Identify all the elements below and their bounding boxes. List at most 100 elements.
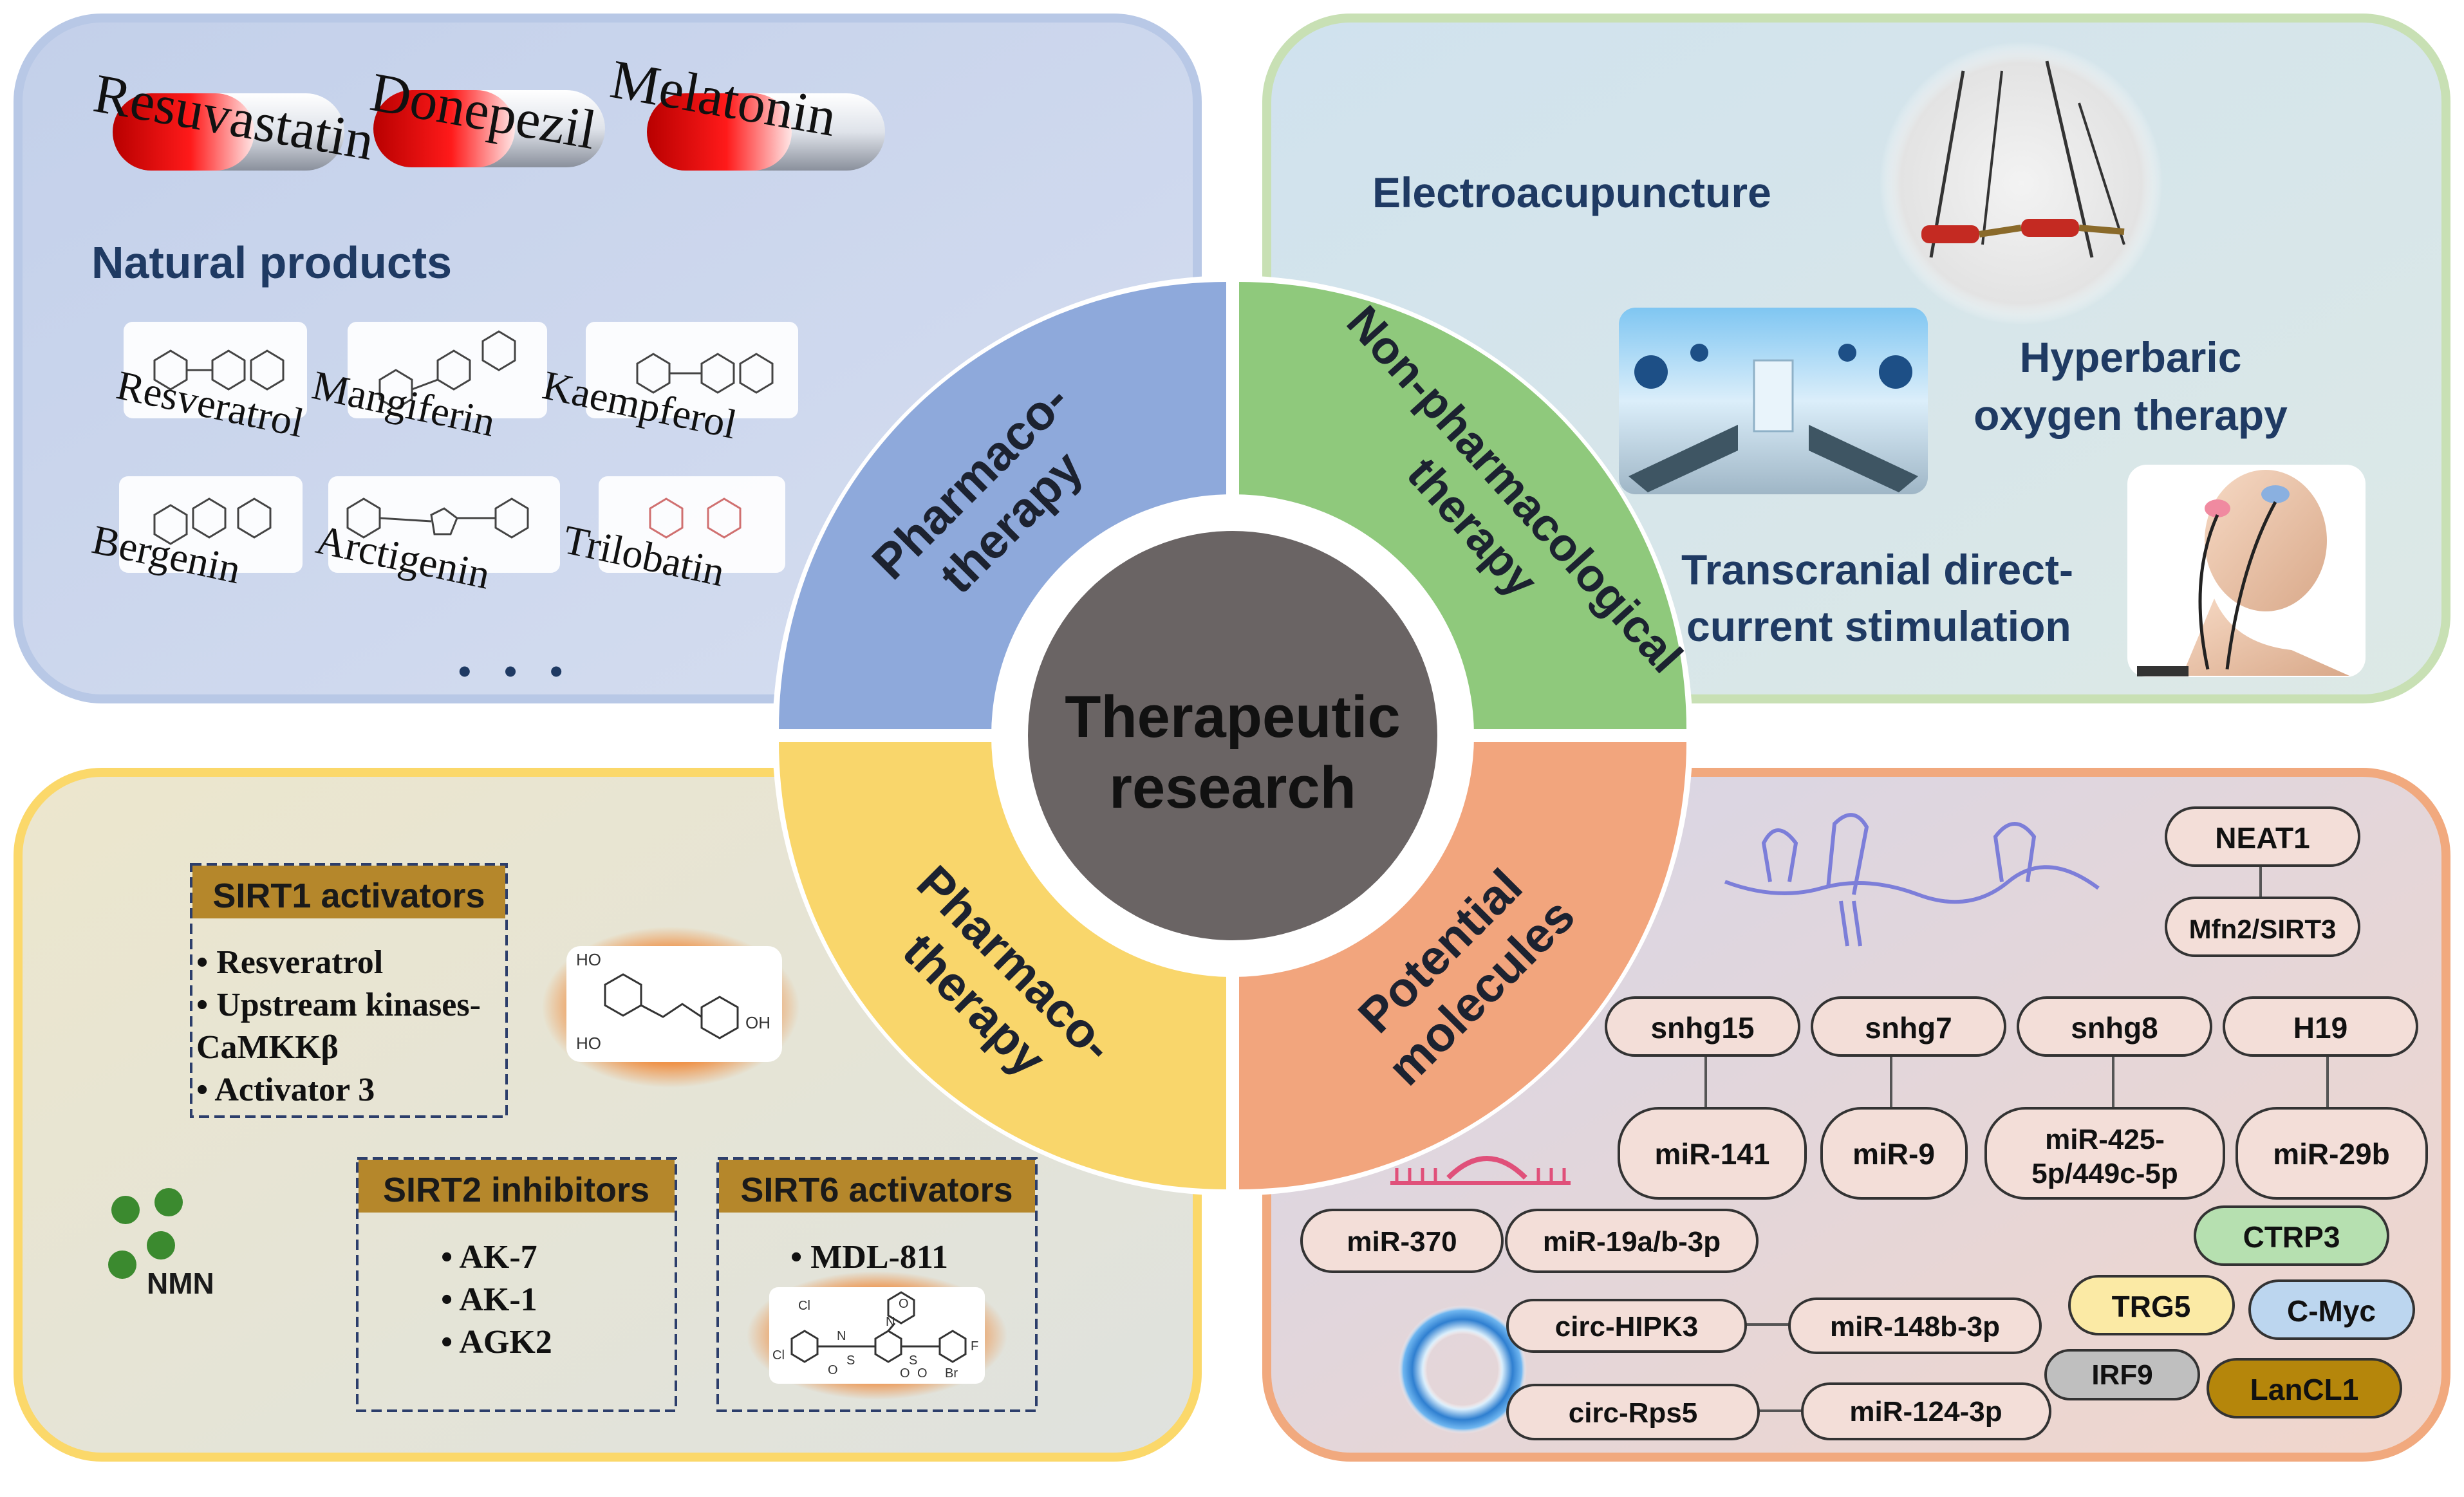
node-cmyc: C-Myc (2248, 1279, 2415, 1340)
structure-arctigenin (328, 476, 560, 573)
node-snhg15-label: snhg15 (1650, 1011, 1754, 1045)
node-mir29b: miR-29b (2235, 1107, 2428, 1200)
node-mir124-label: miR-124-3p (1849, 1396, 2002, 1427)
sirt2-item-1: • AK-7 (441, 1239, 537, 1276)
node-mir141-label: miR-141 (1655, 1137, 1770, 1171)
node-ctrp3-label: CTRP3 (2243, 1220, 2340, 1254)
node-ctrp3: CTRP3 (2194, 1205, 2389, 1266)
node-mir124: miR-124-3p (1801, 1382, 2051, 1440)
mdl-atom-10: O (917, 1366, 928, 1381)
sirt1-item-1: • Resveratrol (196, 944, 383, 981)
node-mir370: miR-370 (1300, 1209, 1504, 1273)
node-snhg7-label: snhg7 (1865, 1011, 1952, 1045)
center-circle (1028, 531, 1437, 940)
node-mir19: miR-19a/b-3p (1505, 1209, 1759, 1273)
sirt1-item-4: • Activator 3 (196, 1072, 375, 1108)
node-h19-label: H19 (2293, 1011, 2347, 1045)
mdl-atom-3: N (837, 1329, 846, 1343)
node-mir425: miR-425- 5p/449c-5p (1984, 1107, 2225, 1200)
circular-rna-icon (1398, 1305, 1527, 1434)
node-neat1-label: NEAT1 (2215, 821, 2310, 855)
nmn-label: NMN (147, 1267, 214, 1300)
node-mfn2-sirt3: Mfn2/SIRT3 (2165, 897, 2360, 957)
mdl-atom-8: S (909, 1353, 917, 1368)
label-tdcs-line1: Transcranial direct- (1681, 546, 2073, 593)
rna-structure-image (1724, 813, 2100, 947)
node-cmyc-label: C-Myc (2287, 1294, 2376, 1328)
sirt2-box: SIRT2 inhibitors • AK-7 • AK-1 • AGK2 (356, 1157, 677, 1412)
node-circhipk3-label: circ-HIPK3 (1555, 1311, 1699, 1343)
node-circ-hipk3: circ-HIPK3 (1506, 1299, 1747, 1353)
sirt2-item-2: • AK-1 (441, 1281, 537, 1318)
node-mir9: miR-9 (1820, 1107, 1968, 1200)
node-irf9: IRF9 (2044, 1349, 2200, 1400)
node-lancl1: LanCL1 (2207, 1358, 2402, 1418)
node-snhg7: snhg7 (1811, 996, 2006, 1057)
node-mir9-label: miR-9 (1853, 1137, 1935, 1171)
node-mir148-label: miR-148b-3p (1830, 1311, 2000, 1343)
nmn-dots (108, 1188, 183, 1279)
mdl-atom-11: F (971, 1339, 978, 1353)
mdl-atom-7: N (886, 1315, 895, 1329)
node-snhg8-label: snhg8 (2071, 1011, 2158, 1045)
node-h19: H19 (2223, 996, 2418, 1057)
sirt2-title: SIRT2 inhibitors (383, 1171, 649, 1209)
center-title-line1: Therapeutic (1065, 684, 1400, 750)
node-snhg8: snhg8 (2017, 996, 2212, 1057)
node-mir148b: miR-148b-3p (1788, 1297, 2042, 1354)
sirt1-title: SIRT1 activators (212, 877, 485, 915)
ellipsis: • • • (458, 651, 574, 691)
resveratrol-structure: HO HO OH (542, 927, 799, 1088)
sirt6-item-1: • MDL-811 (790, 1239, 948, 1276)
mdl-atom-1: Cl (798, 1299, 810, 1313)
node-trg5: TRG5 (2068, 1275, 2235, 1335)
structure-resveratrol (124, 322, 307, 418)
label-electroacupuncture: Electroacupuncture (1372, 169, 1771, 216)
node-mir29b-label: miR-29b (2273, 1137, 2389, 1171)
label-tdcs-line2: current stimulation (1686, 602, 2071, 650)
hyperbaric-chamber-image (1619, 308, 1928, 494)
label-hbo-line2: oxygen therapy (1974, 391, 2288, 439)
structure-bergenin (119, 476, 303, 573)
node-mir370-label: miR-370 (1347, 1226, 1457, 1258)
sirt1-item-3: CaMKKβ (196, 1029, 339, 1066)
sirt2-item-3: • AGK2 (441, 1324, 552, 1361)
node-mir425-label-line2: 5p/449c-5p (2031, 1158, 2178, 1189)
resv-atom-oh: OH (745, 1013, 770, 1032)
node-snhg15: snhg15 (1605, 996, 1800, 1057)
mdl-atom-12: Br (945, 1366, 958, 1381)
rna-arc-icon (1390, 1156, 1571, 1185)
structure-kaempferol (586, 322, 798, 418)
node-mir141: miR-141 (1618, 1107, 1807, 1200)
mdl-atom-4: O (828, 1363, 838, 1377)
node-circ-rps5: circ-Rps5 (1506, 1384, 1760, 1440)
node-irf9-label: IRF9 (2091, 1359, 2152, 1391)
node-neat1: NEAT1 (2165, 806, 2360, 867)
node-lancl1-label: LanCL1 (2250, 1373, 2359, 1406)
node-trg5-label: TRG5 (2112, 1290, 2191, 1323)
node-mfn2-label: Mfn2/SIRT3 (2189, 914, 2337, 944)
resv-atom-ho1: HO (576, 950, 601, 969)
label-hbo-line1: Hyperbaric (2020, 333, 2242, 381)
node-mir425-label-line1: miR-425- (2045, 1124, 2165, 1155)
natural-products-title: Natural products (91, 237, 452, 288)
connectors (1704, 862, 2329, 1412)
resv-atom-ho2: HO (576, 1034, 601, 1053)
mdl-atom-9: O (900, 1366, 910, 1381)
sirt6-box: SIRT6 activators • MDL-811 Cl Cl N O S O… (716, 1157, 1038, 1412)
acupuncture-image (1880, 42, 2163, 325)
structure-trilobatin (599, 476, 785, 573)
structure-mangiferin (348, 322, 547, 418)
mdl-atom-2: Cl (772, 1348, 785, 1362)
tdcs-head-image (2127, 465, 2366, 677)
center-title-line2: research (1109, 755, 1356, 821)
mdl-atom-6: O (899, 1297, 909, 1311)
node-circrps5-label: circ-Rps5 (1569, 1397, 1698, 1429)
sirt6-title: SIRT6 activators (740, 1171, 1013, 1209)
mdl-atom-5: S (846, 1353, 855, 1368)
sirt1-box: SIRT1 activators • Resveratrol • Upstrea… (190, 863, 508, 1118)
sirt1-item-2: • Upstream kinases- (196, 987, 481, 1023)
node-mir19-label: miR-19a/b-3p (1543, 1226, 1721, 1258)
